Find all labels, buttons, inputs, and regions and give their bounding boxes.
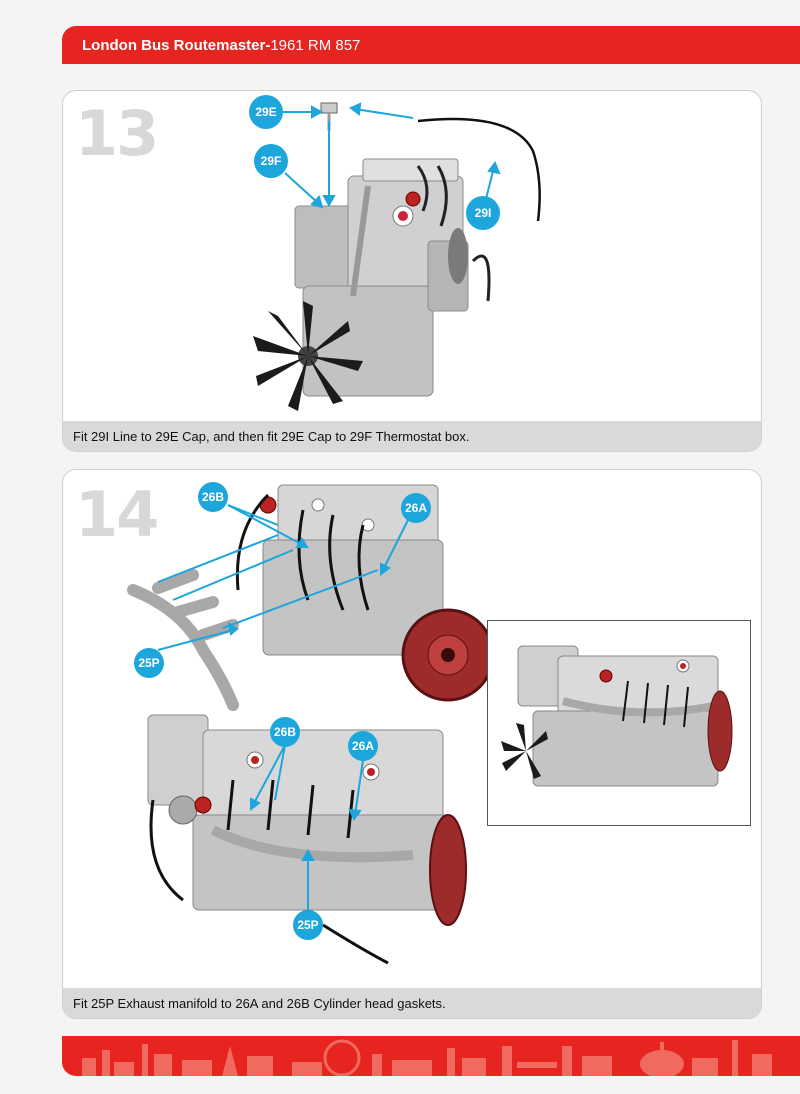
callout-26b-bottom: 26B [270, 717, 300, 747]
callout-25p-top: 25P [134, 648, 164, 678]
page-footer [62, 1036, 800, 1076]
svg-text:25P: 25P [138, 656, 159, 670]
engine-illustration [488, 621, 750, 825]
svg-text:26A: 26A [405, 501, 427, 515]
callout-25p-bottom: 25P [293, 910, 323, 940]
part-25p-exhaust-manifold [133, 575, 233, 705]
svg-text:26B: 26B [274, 725, 296, 739]
engine-illustration: 29E 29F 29I [63, 91, 762, 423]
engine-top-view [237, 485, 493, 700]
callout-26b-top: 26B [198, 482, 228, 512]
callout-29i: 29I [466, 196, 500, 230]
svg-text:25P: 25P [297, 918, 318, 932]
svg-text:26A: 26A [352, 739, 374, 753]
callout-26a-top: 26A [401, 493, 431, 523]
svg-text:29I: 29I [475, 206, 492, 220]
london-skyline-icon [62, 1036, 800, 1076]
callout-26a-bottom: 26A [348, 731, 378, 761]
step-13-caption: Fit 29I Line to 29E Cap, and then fit 29… [63, 421, 761, 451]
svg-text:29F: 29F [261, 154, 282, 168]
callout-29e: 29E [249, 95, 283, 129]
assembled-engine-inset [487, 620, 751, 826]
step-14-caption: Fit 25P Exhaust manifold to 26A and 26B … [63, 988, 761, 1018]
step-13-panel: 13 [62, 90, 762, 452]
svg-text:29E: 29E [255, 105, 276, 119]
page-header: London Bus Routemaster- 1961 RM 857 [62, 26, 800, 64]
header-title-bold: London Bus Routemaster- [82, 37, 270, 54]
svg-text:26B: 26B [202, 490, 224, 504]
header-title-regular: 1961 RM 857 [270, 37, 360, 54]
callout-29f: 29F [254, 144, 288, 178]
